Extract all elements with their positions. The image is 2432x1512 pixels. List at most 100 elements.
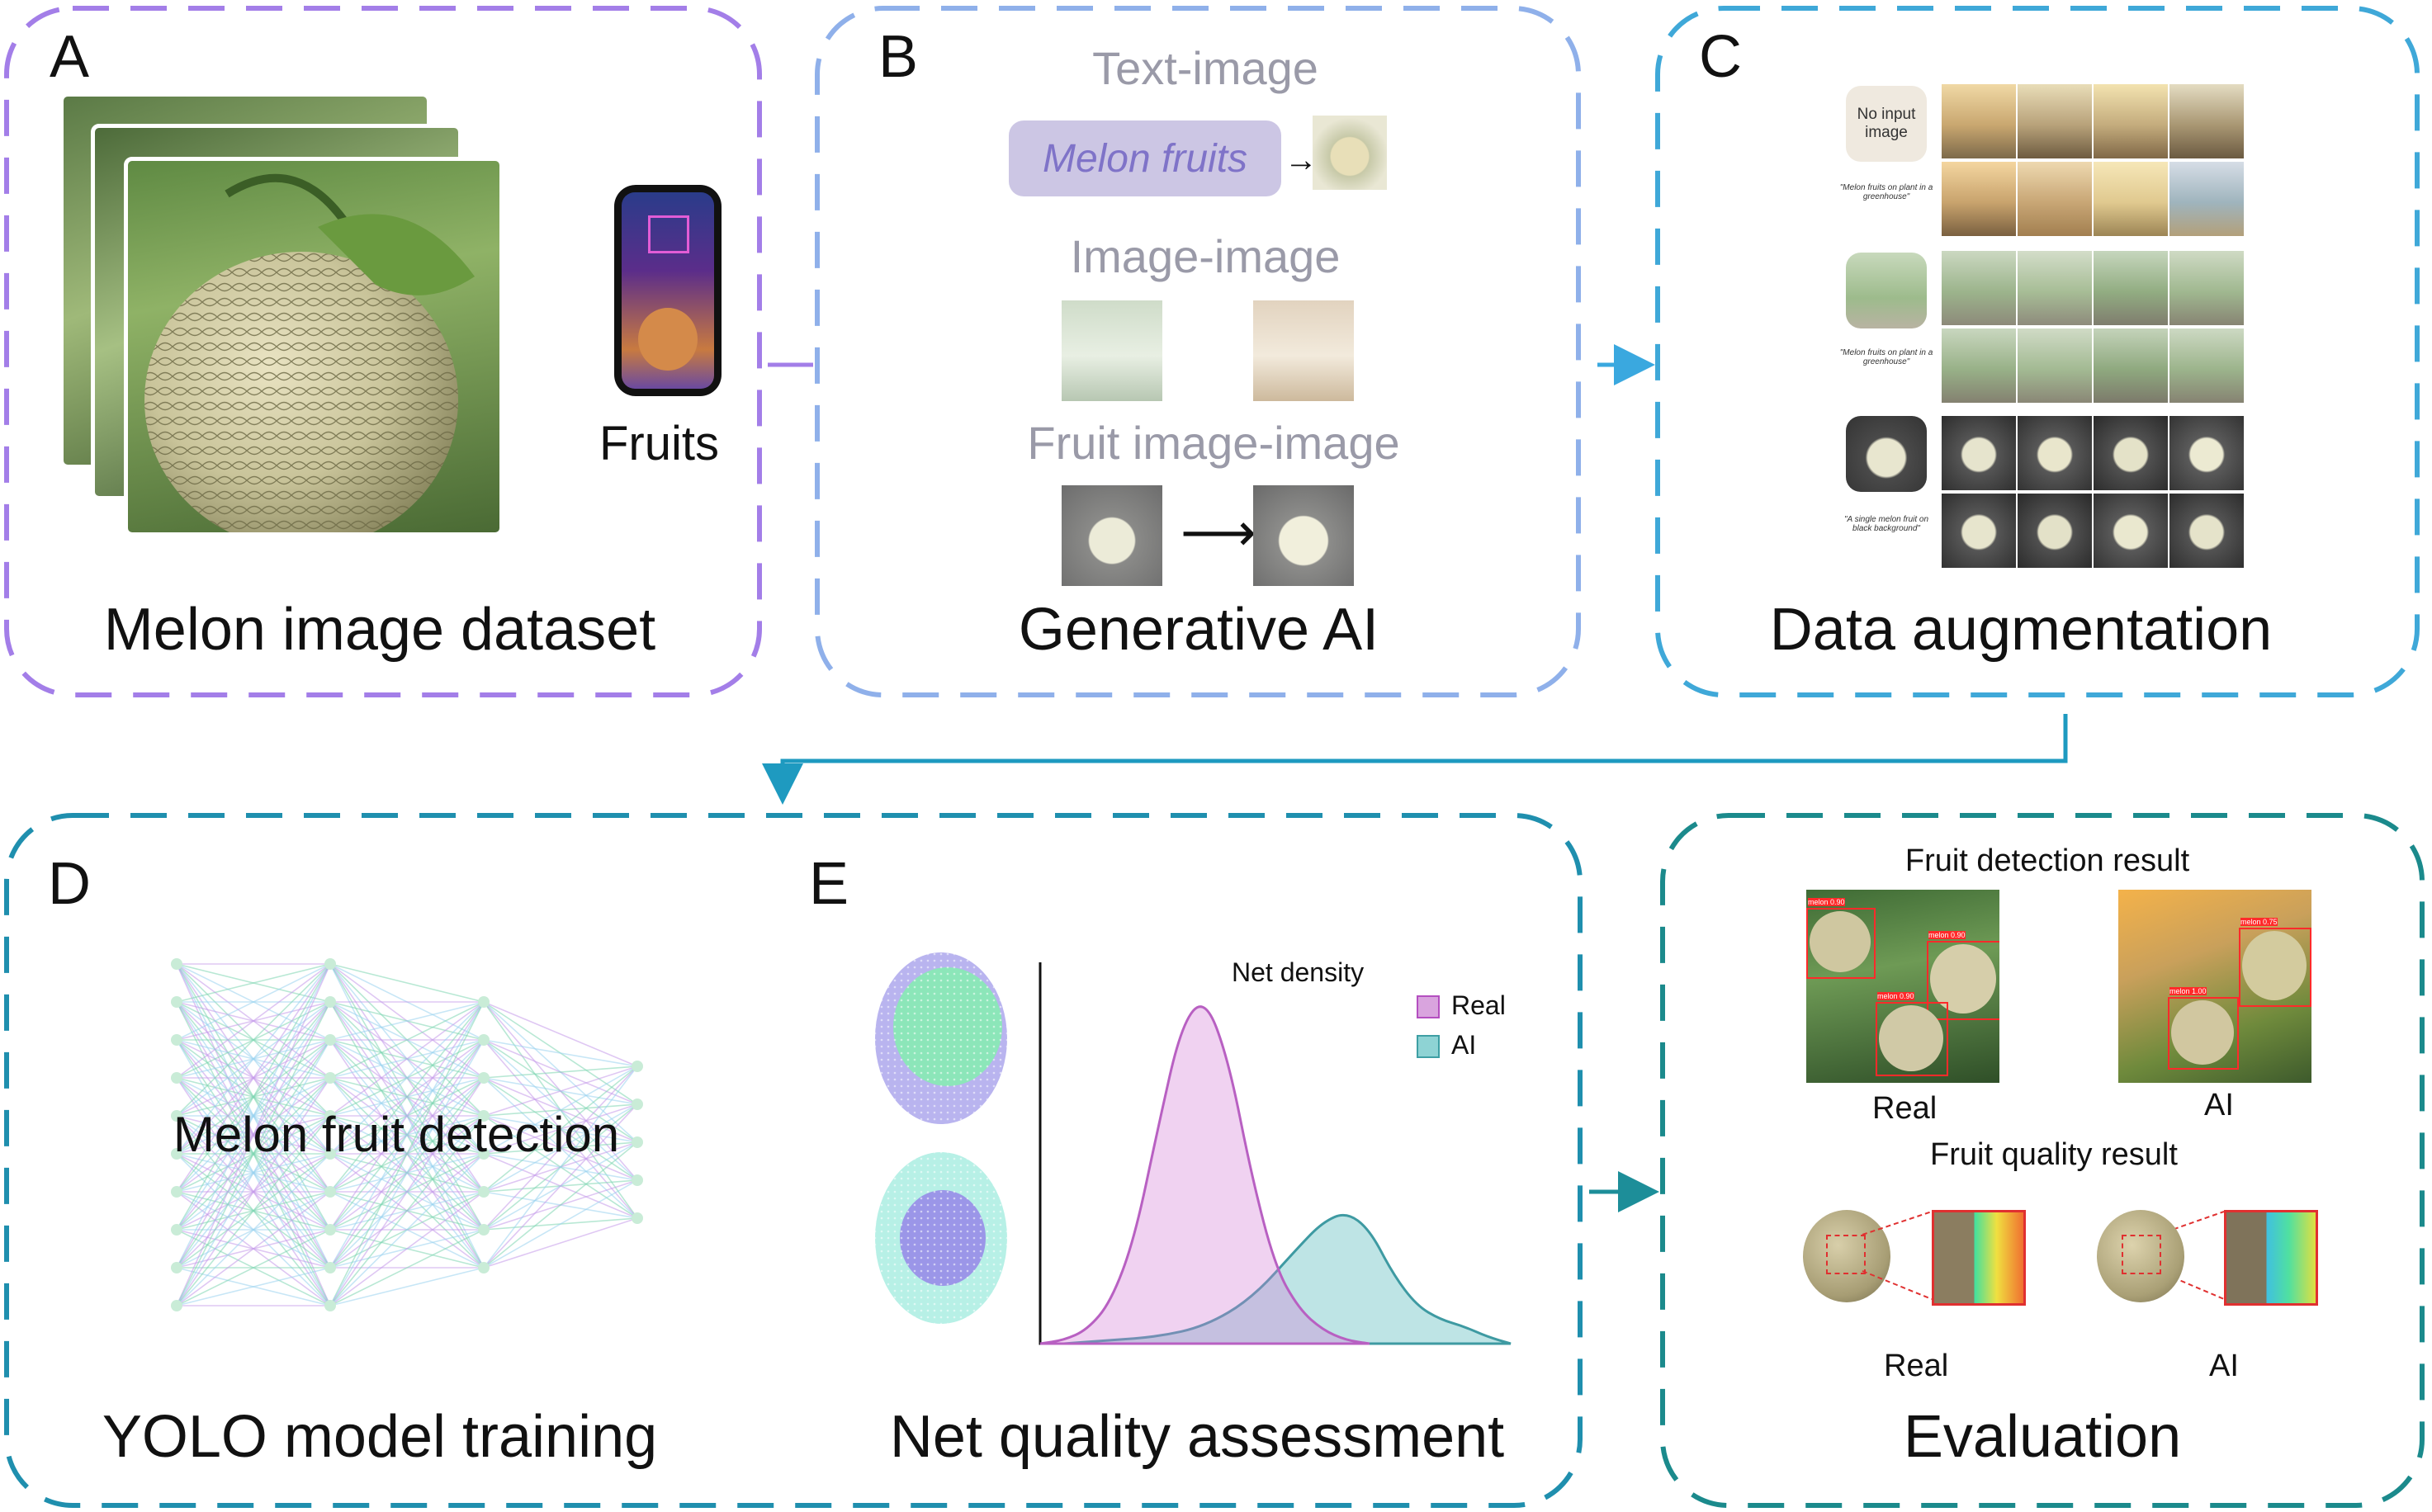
panel-eval-title: Evaluation <box>1903 1404 2182 1470</box>
panel-e-letter: E <box>809 851 849 917</box>
quality-label: Fruit quality result <box>1930 1137 2178 1172</box>
nn-node <box>632 1212 643 1224</box>
phone-label: Fruits <box>599 417 719 470</box>
network-label: Melon fruit detection <box>173 1107 620 1162</box>
quality-ai-roi <box>2122 1235 2161 1274</box>
nn-edge <box>329 1001 485 1155</box>
quality-real-heatmap <box>1932 1210 2026 1306</box>
density-area-ai <box>1063 1213 1512 1345</box>
panel-d-title: YOLO model training <box>102 1404 658 1470</box>
box-label-5: melon 1.00 <box>2169 987 2207 995</box>
panel-b-frame <box>815 6 1581 697</box>
density-area-real <box>1039 1005 1370 1345</box>
prompt-text: Melon fruits <box>1042 136 1248 181</box>
nn-edge <box>329 1191 485 1306</box>
nn-node <box>324 1072 336 1084</box>
detection-ai-image: melon 0.75 melon 1.00 <box>2118 890 2311 1083</box>
fruit-arrow-icon: ⟶ <box>1181 503 1256 562</box>
nn-edge <box>329 1001 485 1269</box>
nn-node <box>171 1110 182 1122</box>
panel-c-letter: C <box>1699 24 1742 90</box>
nn-node <box>171 1148 182 1160</box>
no-input-text: No input image <box>1857 106 1916 141</box>
nn-edge <box>329 1267 485 1306</box>
nn-edge <box>329 1001 485 1193</box>
nn-edge <box>176 963 331 1269</box>
nn-edge <box>329 1001 485 1117</box>
nn-node <box>171 958 182 970</box>
nn-node <box>478 1262 490 1273</box>
nn-edge <box>176 1115 331 1306</box>
melon-photo-front <box>124 157 504 536</box>
nn-node <box>478 1224 490 1236</box>
nn-node <box>324 996 336 1008</box>
detection-real-image: melon 0.90 melon 0.90 melon 0.90 <box>1806 890 1999 1083</box>
nn-node <box>324 1110 336 1122</box>
nn-edge <box>483 1065 638 1155</box>
legend-real-swatch <box>1417 995 1440 1018</box>
legend-real-label: Real <box>1451 990 1506 1020</box>
nn-edge <box>176 963 331 1117</box>
nn-edge <box>483 1065 638 1269</box>
ai-label-1: AI <box>2204 1088 2234 1122</box>
nn-node <box>324 1300 336 1311</box>
nn-node <box>632 1136 643 1148</box>
panel-a-title: Melon image dataset <box>103 597 656 663</box>
melon-illustration <box>144 173 475 532</box>
box-label-3: melon 0.90 <box>1877 992 1914 1000</box>
nn-node <box>632 1099 643 1110</box>
arrow-c-d <box>762 714 2068 805</box>
quality-ai-melon <box>2097 1210 2184 1302</box>
nn-node <box>632 1174 643 1186</box>
detection-label: Fruit detection result <box>1904 843 2190 878</box>
nn-edge <box>483 1065 638 1231</box>
nn-edge <box>176 963 331 1041</box>
nn-edge <box>483 1065 638 1193</box>
nn-node <box>478 1110 490 1122</box>
panel-de-frame <box>4 813 1583 1508</box>
nn-node <box>324 1186 336 1198</box>
no-input-box: No input image <box>1846 86 1927 162</box>
nn-node <box>171 1300 182 1311</box>
arrow-small-icon: → <box>1285 142 1318 178</box>
panel-a-frame <box>4 6 762 697</box>
nn-edge <box>176 1153 331 1306</box>
panel-b-letter: B <box>878 24 919 90</box>
nn-edge <box>176 963 331 1003</box>
nn-node <box>171 1224 182 1236</box>
nn-node <box>478 1072 490 1084</box>
caption-1: "Melon fruits on plant in a greenhouse" <box>1839 183 1933 201</box>
nn-node <box>478 1034 490 1046</box>
nn-edge <box>483 1065 638 1079</box>
panel-c-frame <box>1655 6 2420 697</box>
nn-node <box>324 1148 336 1160</box>
nn-node <box>324 1224 336 1236</box>
nn-edge <box>329 1001 485 1041</box>
nn-edge <box>176 1191 331 1306</box>
nn-edge <box>176 963 331 1079</box>
nn-edge <box>329 1001 485 1306</box>
nn-edge <box>329 1229 485 1306</box>
nn-edge <box>176 1267 331 1306</box>
nn-node <box>324 1034 336 1046</box>
nn-edge <box>329 1039 485 1306</box>
caption-2: "Melon fruits on plant in a greenhouse" <box>1839 348 1933 366</box>
prompt-box: Melon fruits <box>1009 120 1281 196</box>
nn-edge <box>483 1179 638 1269</box>
quality-ai-heatmap <box>2224 1210 2318 1306</box>
legend-ai-label: AI <box>1451 1030 1477 1060</box>
panel-b-title: Generative AI <box>1018 597 1379 663</box>
box-label-2: melon 0.90 <box>1928 931 1966 939</box>
generated-melon-thumb <box>1313 116 1387 190</box>
nn-edge <box>176 963 331 1306</box>
real-label-2: Real <box>1884 1349 1949 1383</box>
image-input-thumb <box>1062 300 1162 401</box>
fruit-input-thumb <box>1062 485 1162 586</box>
nn-node <box>324 958 336 970</box>
fruit-output-thumb <box>1253 485 1354 586</box>
phone-icon <box>614 185 722 396</box>
